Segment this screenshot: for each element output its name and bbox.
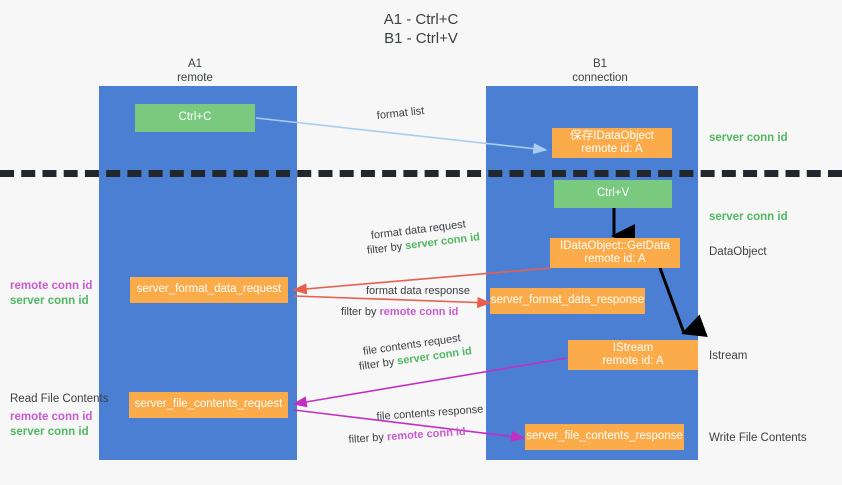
box-server-file-contents-response[interactable]: server_file_contents_response: [525, 424, 684, 450]
label-right-dataobject: DataObject: [709, 246, 767, 258]
label-right-istream: Istream: [709, 350, 748, 362]
label-left-read-file-contents: Read File Contents: [10, 393, 109, 405]
label-format-data-response: format data response: [366, 285, 470, 297]
left-label-group-conn: remote conn id server conn id: [10, 279, 92, 309]
filter-prefix: filter by: [348, 431, 388, 446]
box-ctrl-v[interactable]: Ctrl+V: [554, 180, 672, 208]
label-right-server-conn-top: server conn id: [709, 132, 788, 144]
filter-value-remote-conn-id: remote conn id: [386, 425, 467, 444]
label-format-data-response-filter: filter by remote conn id: [341, 304, 458, 320]
filter-value-remote-conn-id: remote conn id: [379, 306, 459, 318]
label-file-contents-response-filter: filter by remote conn id: [348, 424, 466, 448]
filter-prefix: filter by: [366, 240, 406, 257]
label-file-contents-response: file contents response: [376, 403, 484, 423]
box-ctrl-c[interactable]: Ctrl+C: [135, 104, 255, 132]
divider-dashed-line: [0, 170, 842, 177]
column-header-b1: B1 connection: [572, 58, 628, 84]
label-right-write-file-contents: Write File Contents: [709, 432, 807, 444]
box-save-idataobject[interactable]: 保存IDataObject remote id: A: [552, 128, 672, 158]
box-idataobject-getdata[interactable]: IDataObject::GetData remote id: A: [550, 238, 680, 268]
label-left-remote-conn-mid: remote conn id: [10, 280, 93, 292]
label-right-server-conn-mid: server conn id: [709, 211, 788, 223]
filter-prefix: filter by: [341, 306, 380, 318]
filter-prefix: filter by: [358, 355, 399, 373]
page-title: A1 - Ctrl+C B1 - Ctrl+V: [383, 11, 459, 47]
label-left-server-conn-mid: server conn id: [10, 295, 89, 307]
column-header-a1: A1 remote: [177, 58, 213, 84]
label-format-list: format list: [376, 105, 425, 122]
left-label-group-read: Read File Contents remote conn id server…: [10, 392, 108, 440]
box-server-file-contents-request[interactable]: server_file_contents_request: [129, 392, 288, 418]
box-istream[interactable]: IStream remote id: A: [568, 340, 698, 370]
label-left-server-conn-bottom: server conn id: [10, 426, 89, 438]
label-left-remote-conn-bottom: remote conn id: [10, 411, 93, 423]
box-server-format-data-response[interactable]: server_format_data_response: [490, 288, 645, 314]
box-server-format-data-request[interactable]: server_format_data_request: [130, 277, 288, 303]
